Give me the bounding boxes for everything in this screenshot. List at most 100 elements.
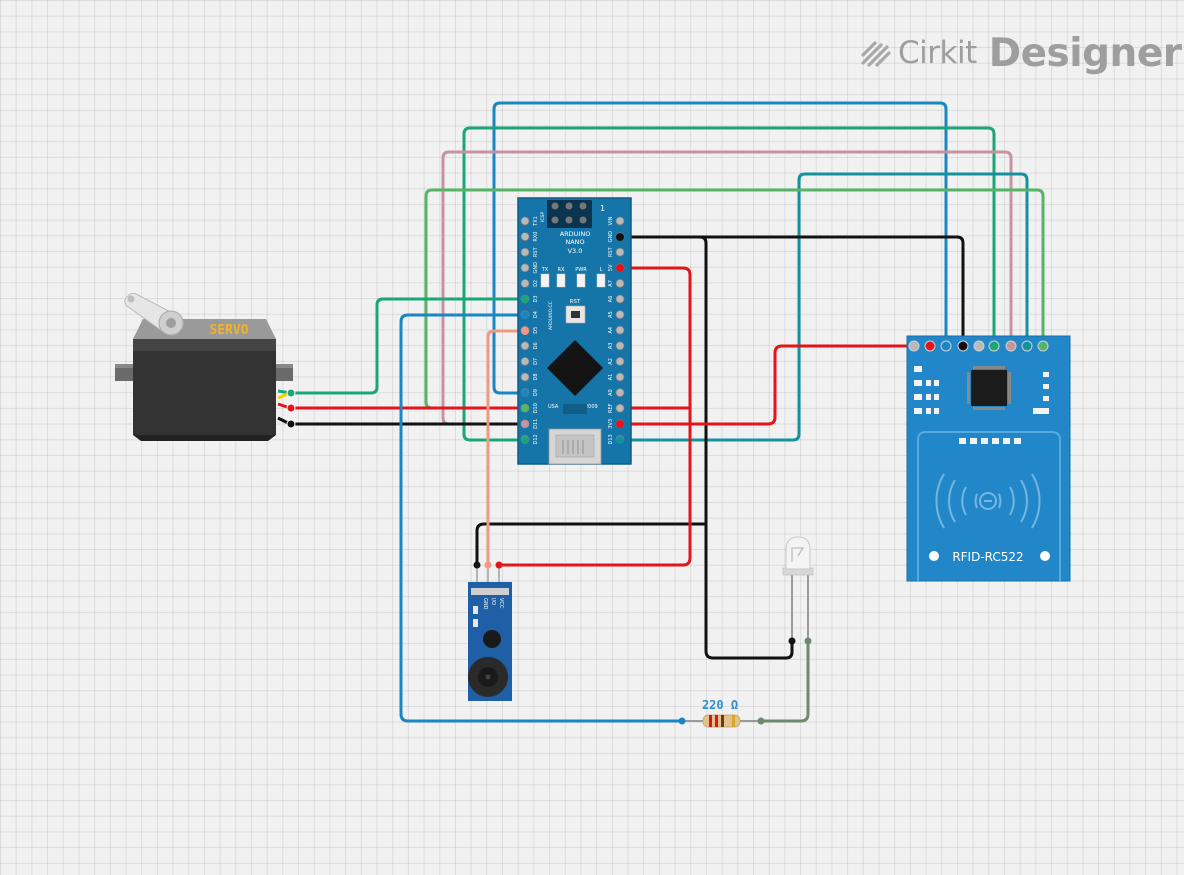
arduino-led-pwr: PWR (575, 267, 587, 273)
arduino-pin-label-right-a7: A7 (608, 280, 614, 287)
arduino-pin-right-ref[interactable] (615, 403, 625, 413)
arduino-pin-label-right-rst: RST (608, 246, 614, 257)
rfid-pin-6[interactable] (988, 340, 1000, 352)
arduino-pin-left-gnd[interactable] (520, 263, 530, 273)
led-pin-anode[interactable] (804, 637, 812, 645)
arduino-pin-label-left-gnd: GND (533, 262, 539, 274)
wire-black-gnd-bus[interactable] (698, 235, 794, 660)
arduino-usa-label: USA (548, 404, 559, 410)
arduino-pin-left-d8[interactable] (520, 372, 530, 382)
servo-horn-icon (124, 292, 184, 336)
arduino-pin-label-right-a1: A1 (608, 374, 614, 381)
wire-black-gnd-buzzer[interactable] (475, 522, 708, 567)
servo-label: SERVO (209, 323, 248, 338)
wire-red-3v3-rfid[interactable] (618, 344, 932, 426)
arduino-pin-right-a4[interactable] (615, 325, 625, 335)
arduino-pin-label-right-a3: A3 (608, 342, 614, 349)
wire-salmon-d5-buzzer[interactable] (486, 329, 527, 567)
rfid-pin-8[interactable] (1021, 340, 1033, 352)
arduino-year-label: 2009 (585, 404, 598, 410)
brand-name-light: Cirkit (898, 35, 977, 71)
arduino-pin-label-right-5v: 5V (608, 264, 614, 271)
wire-olive-resistor-led[interactable] (759, 639, 810, 723)
wire-blue-d4-resistor[interactable] (399, 313, 684, 723)
brand-name-bold: Designer (988, 30, 1182, 76)
cirkit-designer-logo: Cirkit Designer (858, 28, 1182, 78)
arduino-pin-right-a5[interactable] (615, 310, 625, 320)
led[interactable] (782, 536, 814, 645)
arduino-pin-right-a1[interactable] (615, 372, 625, 382)
arduino-pin-right-rst[interactable] (615, 247, 625, 257)
resistor-pin-2[interactable] (757, 717, 765, 725)
arduino-pin-label-left-tx1: TX1 (533, 216, 539, 227)
wire-blue-d8-rfid[interactable] (492, 101, 948, 395)
wire-green-d11-rfid[interactable] (462, 126, 996, 442)
arduino-pin-right-a0[interactable] (615, 388, 625, 398)
buzzer-pin-io[interactable] (484, 561, 492, 569)
arduino-pin-label-right-vin: VIN (608, 216, 614, 225)
arduino-pin-label-right-3v3: 3V3 (608, 419, 614, 429)
servo-motor[interactable]: SERVO (115, 292, 296, 441)
arduino-wire-endpoints (521, 233, 624, 444)
rfid-mount-hole-left (929, 551, 939, 561)
rfid-pin-1[interactable] (908, 340, 920, 352)
buzzer-pin-gnd[interactable] (473, 561, 481, 569)
arduino-pin-label-left-d4: D4 (533, 311, 539, 318)
arduino-pin-left-d2[interactable] (520, 278, 530, 288)
wire-green-d3-servo[interactable] (288, 297, 527, 395)
buzzer-pin-vcc-label: VCC (498, 598, 504, 609)
arduino-nano[interactable]: 1 ICSP ARDUINO NANO V3.0 TX RX PWR L RST… (517, 197, 632, 465)
arduino-mcu-chip (547, 340, 603, 396)
rfid-mount-hole-right (1040, 551, 1050, 561)
arduino-pin-label-left-d8: D8 (533, 373, 539, 380)
servo-pin-gnd[interactable] (286, 419, 296, 429)
servo-pin-signal[interactable] (286, 388, 296, 398)
buzzer-pin-gnd-label: GND (482, 598, 488, 610)
nfc-waves-icon (935, 473, 1041, 529)
rfid-pin-7[interactable] (1005, 340, 1017, 352)
arduino-pin-left-rst[interactable] (520, 247, 530, 257)
arduino-pin-label-left-d2: D2 (533, 280, 539, 287)
rfid-rc522-module[interactable]: RFID-RC522 (906, 335, 1071, 582)
arduino-title-3: V3.0 (568, 247, 583, 255)
arduino-pin-left-d6[interactable] (520, 341, 530, 351)
led-pin-cathode[interactable] (788, 637, 796, 645)
rfid-label: RFID-RC522 (952, 550, 1023, 564)
arduino-pin-left-rx0[interactable] (520, 232, 530, 242)
arduino-pin-label-left-rx0: RX0 (533, 232, 539, 242)
wires (288, 101, 1045, 723)
arduino-pin-left-d7[interactable] (520, 356, 530, 366)
arduino-pin-label-left-d5: D5 (533, 327, 539, 334)
arduino-reset-label: RST (570, 299, 581, 305)
wire-teal-d13-rfid[interactable] (618, 172, 1029, 442)
arduino-pin-left-tx1[interactable] (520, 216, 530, 226)
buzzer-pin-io-label: I/O (490, 598, 496, 605)
resistor-pin-1[interactable] (678, 717, 686, 725)
rfid-pin-4[interactable] (957, 340, 969, 352)
arduino-pin-label-left-d3: D3 (533, 295, 539, 302)
rfid-pin-5[interactable] (973, 340, 985, 352)
arduino-pin-right-a6[interactable] (615, 294, 625, 304)
arduino-pin-right-a3[interactable] (615, 341, 625, 351)
arduino-led-l: L (600, 267, 603, 273)
wire-black-gnd-rfid[interactable] (618, 235, 965, 348)
arduino-pin-label-left-rst: RST (533, 246, 539, 257)
resistor-220-ohm[interactable]: 220 Ω (678, 698, 765, 728)
wire-red-5v-buzzer[interactable] (497, 266, 692, 567)
arduino-side-label: ARDUINO.CC (548, 301, 554, 330)
arduino-pin-label-left-d12: D12 (533, 434, 539, 444)
rfid-pin-9[interactable] (1037, 340, 1049, 352)
arduino-pin-label-right-a6: A6 (608, 296, 614, 303)
servo-pin-vcc[interactable] (286, 403, 296, 413)
arduino-pin-right-a2[interactable] (615, 356, 625, 366)
rfid-pin-3[interactable] (940, 340, 952, 352)
rfid-pin-2[interactable] (924, 340, 936, 352)
arduino-pin-label-left-d6: D6 (533, 342, 539, 349)
arduino-pin-label-left-d11: D11 (533, 419, 539, 429)
buzzer-pin-vcc[interactable] (495, 561, 503, 569)
arduino-pin-right-a7[interactable] (615, 278, 625, 288)
resistor-label: 220 Ω (702, 698, 738, 712)
buzzer-module[interactable]: GND I/O VCC (468, 561, 512, 702)
arduino-pin-right-vin[interactable] (615, 216, 625, 226)
